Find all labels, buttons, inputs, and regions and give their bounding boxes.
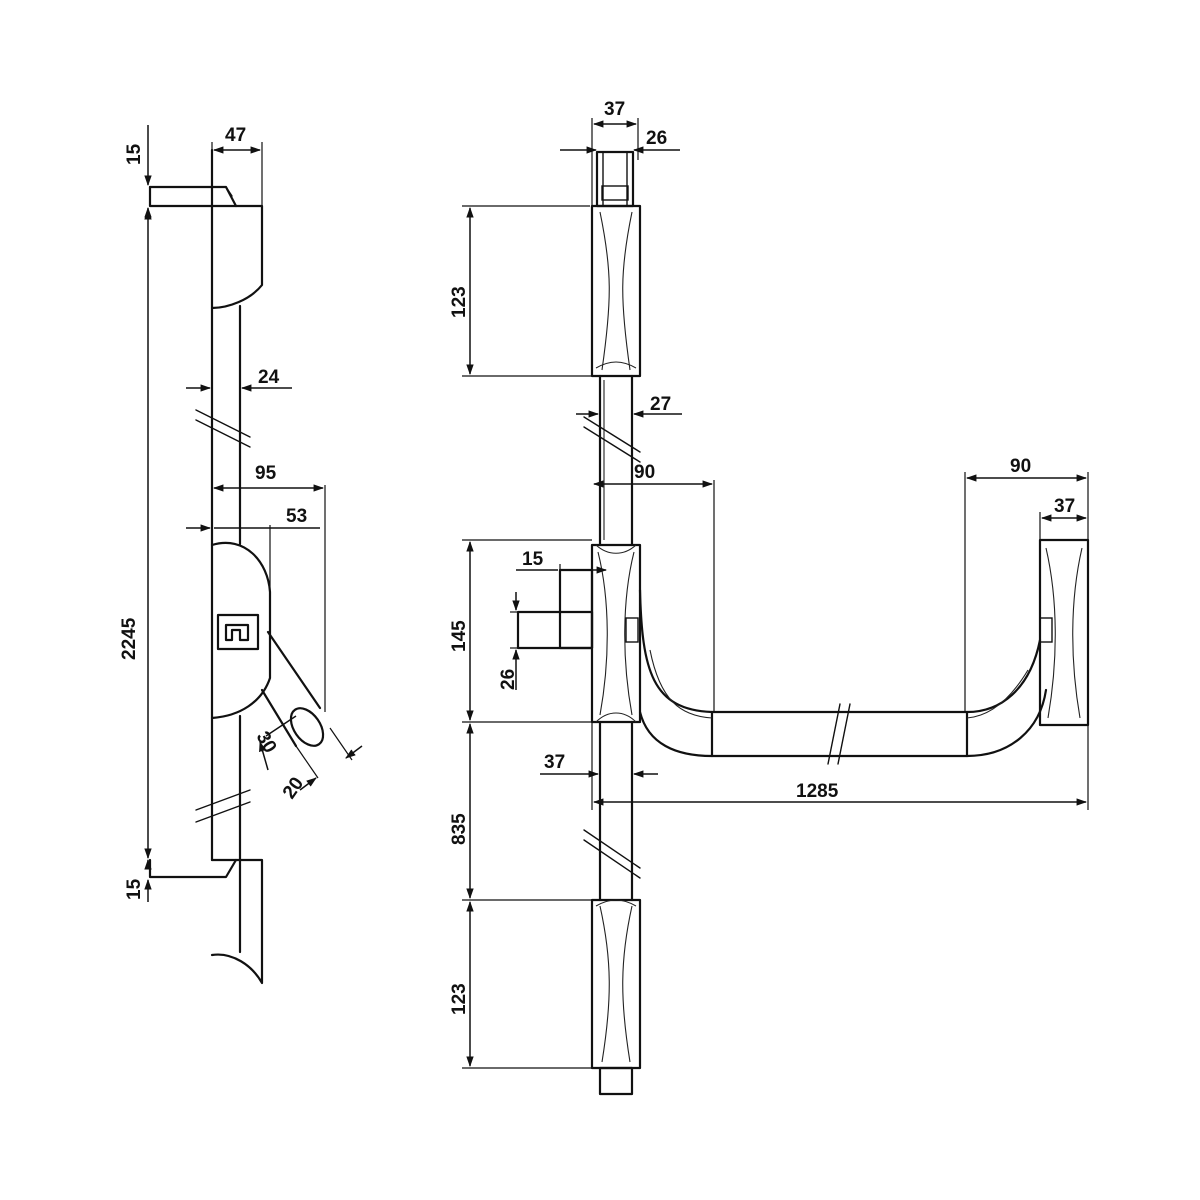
side-lock-slot bbox=[216, 613, 260, 651]
side-dim-95: 95 bbox=[212, 463, 326, 712]
side-dim-2245: 2245 bbox=[119, 208, 152, 860]
front-dim-123-top-label: 123 bbox=[449, 286, 470, 318]
side-dim-15-bottom: 15 bbox=[124, 858, 152, 902]
side-dim-15-top: 15 bbox=[124, 125, 152, 218]
side-lock-case bbox=[210, 541, 325, 748]
front-dim-90-left: 90 bbox=[592, 462, 715, 712]
side-dim-20-label: 20 bbox=[279, 774, 308, 803]
front-dim-1285-label: 1285 bbox=[796, 781, 839, 802]
side-dim-47: 47 bbox=[211, 125, 263, 206]
front-dim-27-label: 27 bbox=[650, 394, 671, 415]
front-dim-123-bottom-label: 123 bbox=[449, 983, 470, 1015]
side-bottom-housing bbox=[148, 858, 264, 985]
front-dim-37-top-label: 37 bbox=[604, 99, 625, 120]
front-dim-90-right-label: 90 bbox=[1010, 456, 1031, 477]
side-dim-53-label: 53 bbox=[286, 506, 307, 527]
side-view: 15 47 2245 15 24 95 bbox=[119, 125, 363, 985]
side-top-housing bbox=[148, 185, 264, 310]
side-push-bar-end bbox=[289, 707, 325, 747]
side-dim-24: 24 bbox=[186, 367, 292, 392]
front-dim-37-right-label: 37 bbox=[1054, 496, 1075, 517]
front-dim-26-top: 26 bbox=[560, 128, 680, 154]
side-break-marks bbox=[195, 409, 251, 823]
front-dim-27: 27 bbox=[576, 394, 682, 418]
front-bottom-housing bbox=[590, 898, 642, 1096]
side-dim-95-label: 95 bbox=[255, 463, 277, 484]
front-upper-rod bbox=[583, 374, 641, 547]
side-dim-53: 53 bbox=[186, 506, 320, 592]
front-dim-26-bracket-label: 26 bbox=[498, 669, 519, 690]
front-dim-123-top: 123 bbox=[449, 205, 598, 377]
front-dim-26-top-label: 26 bbox=[646, 128, 667, 149]
front-dim-145: 145 bbox=[449, 539, 592, 723]
front-push-bar bbox=[638, 588, 1048, 765]
front-bracket bbox=[516, 568, 594, 650]
side-dim-30: 30 bbox=[252, 715, 297, 771]
front-view: 37 26 123 27 90 bbox=[449, 99, 1090, 1096]
front-dim-37-middle-label: 37 bbox=[544, 752, 565, 773]
front-dim-123-bottom: 123 bbox=[449, 900, 592, 1069]
side-rod bbox=[210, 148, 242, 954]
side-dim-24-label: 24 bbox=[258, 367, 280, 388]
side-dim-15-top-label: 15 bbox=[124, 143, 145, 165]
side-dim-47-label: 47 bbox=[225, 125, 246, 146]
front-dim-835-label: 835 bbox=[449, 813, 470, 845]
side-dim-30-label: 30 bbox=[252, 728, 281, 757]
front-central-housing bbox=[590, 543, 642, 724]
front-top-housing bbox=[590, 204, 642, 378]
front-lower-rod bbox=[583, 720, 641, 902]
front-dim-37-middle: 37 bbox=[540, 752, 658, 778]
front-dim-37-right: 37 bbox=[1039, 496, 1088, 540]
front-top-stub bbox=[595, 150, 635, 208]
front-dim-90-right: 90 bbox=[964, 456, 1089, 712]
front-dim-90-left-label: 90 bbox=[634, 462, 655, 483]
front-dim-15-bracket: 15 bbox=[516, 549, 608, 612]
front-dim-835: 835 bbox=[449, 722, 592, 901]
side-dim-15-bottom-label: 15 bbox=[124, 878, 145, 900]
front-dim-145-label: 145 bbox=[449, 620, 470, 652]
side-dim-2245-label: 2245 bbox=[119, 617, 140, 660]
front-dim-26-bracket: 26 bbox=[498, 592, 520, 690]
front-dim-1285: 1285 bbox=[591, 722, 1089, 810]
front-dim-15-bracket-label: 15 bbox=[522, 549, 544, 570]
front-right-housing bbox=[1038, 538, 1090, 727]
